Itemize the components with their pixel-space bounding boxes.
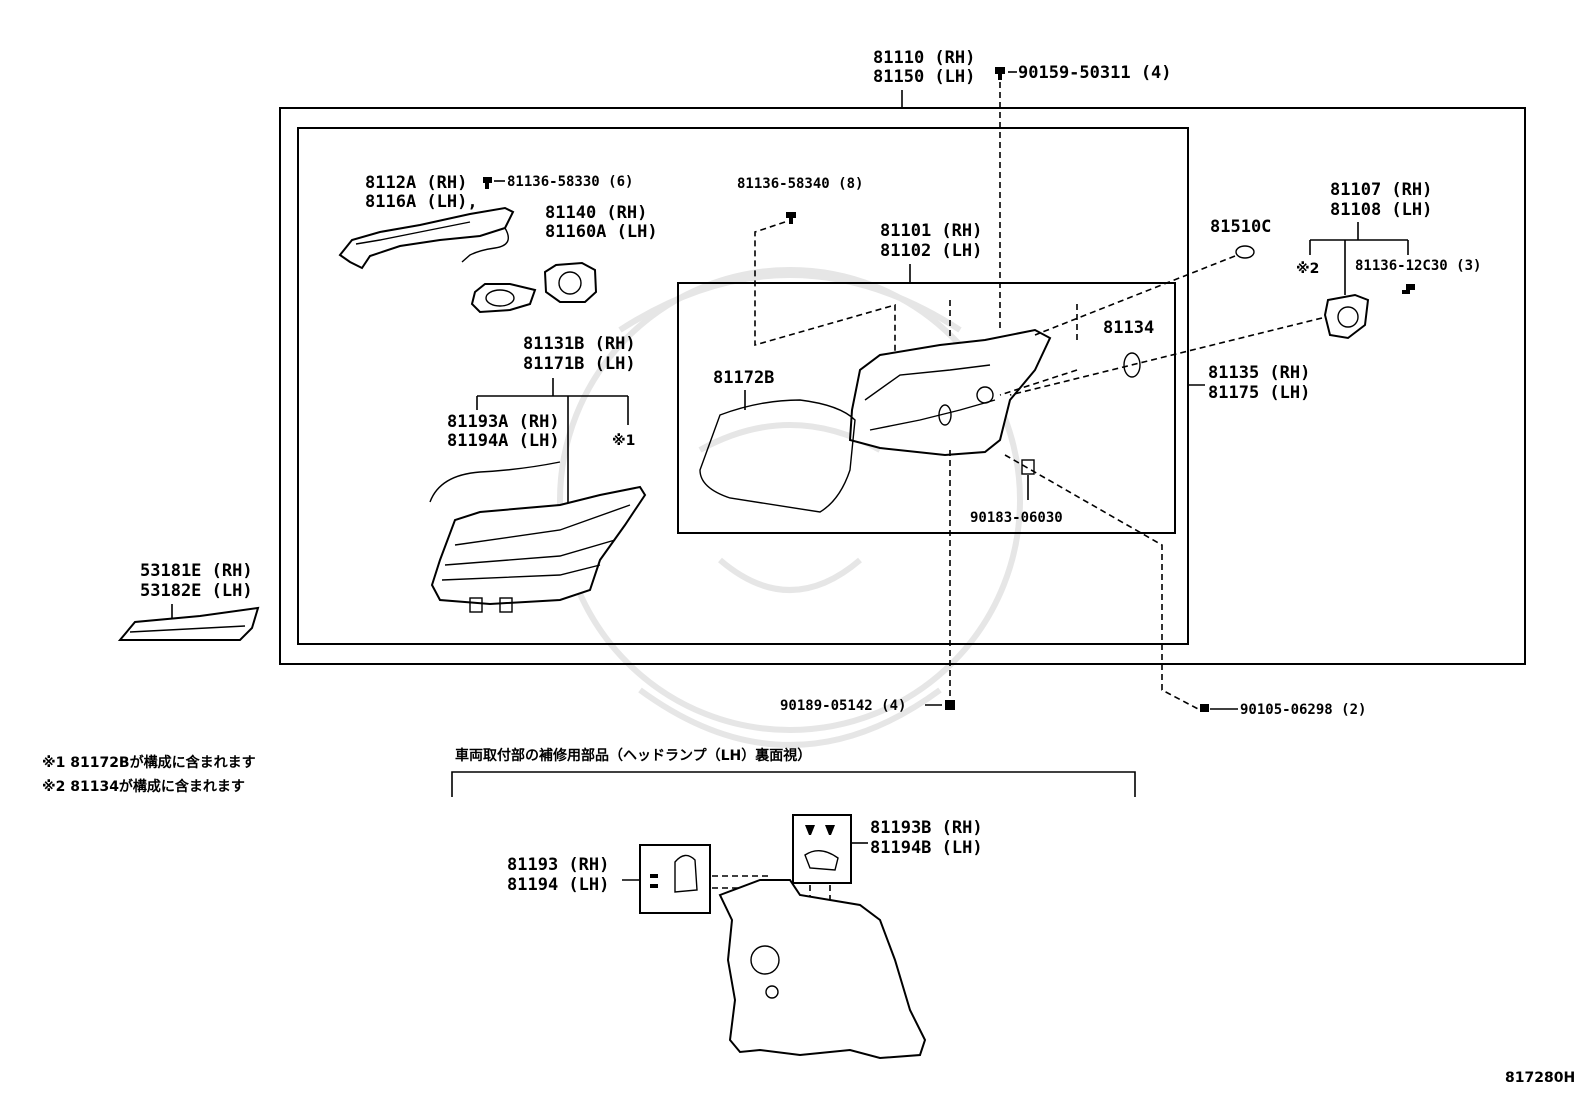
label-cap: 81510C: [1210, 217, 1271, 237]
bracket-kit-box: [639, 844, 711, 914]
label-screw-right: 90105-06298 (2): [1240, 702, 1366, 718]
label-screw-ring: 81136-58330 (6): [507, 174, 633, 190]
label-gasket: 81172B: [713, 368, 774, 388]
label-unit-lh: 81160A (LH): [545, 222, 658, 242]
screw-8-icon: [786, 212, 796, 224]
label-nut: 90183-06030: [970, 510, 1063, 526]
label-bracket-kit-rh: 81193 (RH): [507, 855, 609, 875]
label-seal-rh: 81193A (RH): [447, 412, 560, 432]
label-ring-rh: 8112A (RH): [365, 173, 467, 193]
headlamp-rear-part: [718, 879, 927, 1060]
oring-part: [1123, 352, 1141, 378]
screw-top-icon: [995, 67, 1005, 80]
light-unit-part: [470, 261, 598, 314]
gasket-part: [699, 399, 856, 513]
label-screw-8: 81136-58340 (8): [737, 176, 863, 192]
housing-part: [848, 328, 1052, 457]
label-inner-frame-rh: 81135 (RH): [1208, 363, 1310, 383]
label-repair-lh: 81194B (LH): [870, 838, 983, 858]
note-2: ※2 81134が構成に含まれます: [42, 778, 245, 795]
headlamp-lens-part: [430, 485, 647, 613]
label-assembly-lh: 81150 (LH): [873, 67, 975, 87]
repair-kit-part: [804, 825, 839, 871]
label-housing-rh: 81101 (RH): [880, 221, 982, 241]
label-screw-bottom: 90189-05142 (4): [780, 698, 906, 714]
label-lens-rh: 81131B (RH): [523, 334, 636, 354]
actuator-part: [1323, 293, 1370, 340]
label-screw-top: 90159-50311 (4): [1018, 63, 1172, 83]
label-actuator-rh: 81107 (RH): [1330, 180, 1432, 200]
inner-assembly-box: [297, 127, 1189, 645]
label-oring: 81134: [1103, 318, 1154, 338]
label-assembly-rh: 81110 (RH): [873, 48, 975, 68]
label-lens-lh: 81171B (LH): [523, 354, 636, 374]
screw-right-icon: [1200, 704, 1209, 712]
repair-kit-box: [792, 814, 852, 884]
label-inner-frame-lh: 81175 (LH): [1208, 383, 1310, 403]
cap-part: [1235, 245, 1255, 259]
side-bracket-part: [117, 606, 260, 641]
label-housing-lh: 81102 (LH): [880, 241, 982, 261]
label-bracket-rh: 53181E (RH): [140, 561, 253, 581]
label-ring-lh: 8116A (LH),: [365, 192, 478, 212]
housing-box: [677, 282, 1176, 534]
label-unit-rh: 81140 (RH): [545, 203, 647, 223]
bracket-kit-part: [650, 854, 698, 893]
screw-3-icon: [1402, 284, 1415, 294]
note-mark-1: ※1: [612, 433, 635, 449]
repair-section-title: 車両取付部の補修用部品（ヘッドランプ（LH）裏面視）: [455, 747, 811, 764]
label-repair-rh: 81193B (RH): [870, 818, 983, 838]
nut-icon: [1021, 459, 1035, 475]
label-bracket-kit-lh: 81194 (LH): [507, 875, 609, 895]
note-mark-2: ※2: [1296, 261, 1319, 277]
label-actuator-lh: 81108 (LH): [1330, 200, 1432, 220]
watermark-emblem: [557, 267, 1023, 748]
note-1: ※1 81172Bが構成に含まれます: [42, 754, 256, 771]
label-bracket-lh: 53182E (LH): [140, 581, 253, 601]
bezel-ring-part: [338, 206, 515, 270]
screw-bottom-icon: [945, 700, 955, 710]
diagram-code: 817280H: [1505, 1070, 1575, 1086]
label-screw-3: 81136-12C30 (3): [1355, 258, 1481, 274]
label-seal-lh: 81194A (LH): [447, 431, 560, 451]
screw-ring-icon: [483, 177, 492, 189]
